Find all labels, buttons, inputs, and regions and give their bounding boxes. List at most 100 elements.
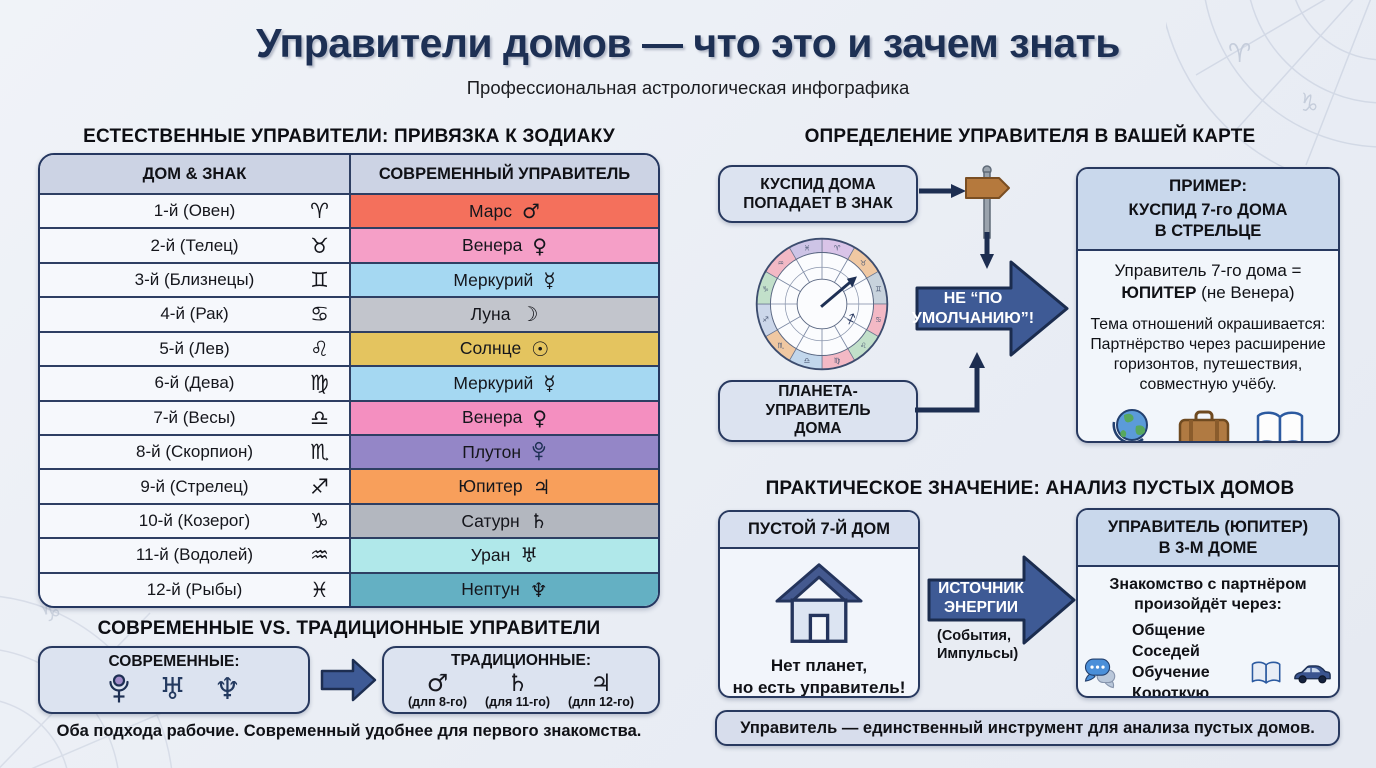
table-row: 3-й (Близнецы) ♊ Меркурий ☿	[40, 261, 658, 297]
table-row: 12-й (Рыбы) ♓ Нептун ♆	[40, 571, 658, 606]
ruler-in-3rd-house-body: Знакомство с партнёром произойдёт через:…	[1078, 567, 1338, 696]
ruler-cell: Нептун ♆	[349, 573, 658, 606]
open-book-icon	[1256, 411, 1304, 441]
signpost-to-arrow-down-arrow-icon	[980, 232, 994, 269]
modern-symbols: ♅♆	[107, 673, 241, 707]
suitcase-icon	[1178, 410, 1230, 441]
ruler-cell: Сатурн ♄	[349, 504, 658, 538]
house-sign-cell-taurus: 2-й (Телец) ♉	[40, 229, 349, 262]
example-case: КУСПИД 7-го ДОМА В СТРЕЛЬЦЕ	[1128, 201, 1288, 240]
traditional-rulers-label: ТРАДИЦИОННЫЕ:	[451, 651, 591, 669]
planet-symbol-icon: ♂	[522, 199, 540, 224]
planet-symbol-icon: ♆	[529, 577, 548, 602]
pluto-symbol	[107, 673, 131, 707]
not-default-arrow-shape	[915, 260, 1069, 357]
zodiac-sign-icon: ♈	[310, 199, 329, 224]
table-row: 1-й (Овен) ♈ Марс ♂	[40, 195, 658, 228]
ruler-cell: Солнце ☉	[349, 332, 658, 366]
example-label: ПРИМЕР:	[1168, 176, 1248, 195]
practical-heading: ПРАКТИЧЕСКОЕ ЗНАЧЕНИЕ: АНАЛИЗ ПУСТЫХ ДОМ…	[765, 478, 1295, 499]
ruler-in-3rd-house-header: УПРАВИТЕЛЬ (ЮПИТЕР) В 3-М ДОМЕ	[1078, 510, 1338, 568]
modern-rulers-label: СОВРЕМЕННЫЕ:	[108, 653, 240, 671]
ruler-cell: Плутон	[349, 435, 658, 469]
energy-arrow-shape	[927, 555, 1076, 645]
svg-text:♎: ♎	[804, 356, 811, 365]
globe-icon	[1112, 408, 1148, 441]
house-label: 8-й (Скорпион)	[135, 442, 254, 462]
svg-text:♍: ♍	[834, 356, 841, 365]
ruler-cell: Луна ☽	[349, 298, 658, 331]
table-row: 5-й (Лев) ♌ Солнце ☉	[40, 330, 658, 366]
house-label: 11-й (Водолей)	[135, 545, 254, 565]
house-sign-cell-cancer: 4-й (Рак) ♋	[40, 298, 349, 331]
page-subtitle: Профессиональная астрологическая инфогра…	[466, 77, 910, 98]
planet-name: Уран	[470, 544, 511, 565]
table-row: 4-й (Рак) ♋ Луна ☽	[40, 296, 658, 331]
house-label: 3-й (Близнецы)	[134, 270, 255, 290]
planet-symbol-icon: ♄	[529, 509, 548, 533]
natural-rulers-heading: ЕСТЕСТВЕННЫЕ УПРАВИТЕЛИ: ПРИВЯЗКА К ЗОДИ…	[83, 126, 615, 147]
svg-text:♊: ♊	[875, 285, 882, 294]
house-sign-cell-pisces: 12-й (Рыбы) ♓	[40, 573, 349, 606]
house-label: 4-й (Рак)	[160, 304, 229, 324]
open-book-icon	[1251, 661, 1281, 684]
zodiac-sign-icon: ♑	[310, 509, 329, 533]
table-row: 9-й (Стрелец) ♐ Юпитер ♃	[40, 468, 658, 503]
traditional-rulers-box: ТРАДИЦИОННЫЕ: ♂(длп 8-го)♄(для 11-го)♃(д…	[382, 646, 660, 714]
zodiac-sign-icon: ♓	[310, 577, 329, 602]
modern-to-traditional-arrow-icon	[320, 658, 377, 702]
house-sign-cell-sagittarius: 9-й (Стрелец) ♐	[40, 470, 349, 503]
svg-text:♋: ♋	[875, 315, 882, 324]
modern-rulers-box: СОВРЕМЕННЫЕ: ♅♆	[38, 646, 310, 714]
traditional-item-saturn-symbol: ♄(для 11-го)	[485, 671, 550, 709]
ruler-cell: Венера ♀	[349, 229, 658, 262]
zodiac-sign-icon: ♐	[310, 474, 329, 499]
zodiac-sign-icon: ♎	[310, 405, 329, 430]
column-header-modern-ruler: СОВРЕМЕННЫЙ УПРАВИТЕЛЬ	[349, 155, 658, 193]
house-sign-cell-gemini: 3-й (Близнецы) ♊	[40, 263, 349, 297]
jupiter-symbol: ♃	[590, 668, 612, 697]
house-sign-cell-leo: 5-й (Лев) ♌	[40, 332, 349, 366]
planet-name: Сатурн	[461, 510, 520, 531]
planet-symbol-icon: ☿	[543, 371, 556, 396]
zodiac-wheel: ♈♉♊♋♌♍♎♏♐♑♒♓♐	[755, 237, 889, 371]
practical-flow: ПУСТОЙ 7-Й ДОМ Нет планет, но есть управ…	[715, 505, 1345, 705]
house-label: 6-й (Дева)	[154, 373, 235, 393]
planet-symbol-icon: ☉	[531, 336, 550, 361]
planet-box-to-arrow-elbow-arrow-icon	[915, 352, 985, 413]
example-panel: ПРИМЕР: КУСПИД 7-го ДОМА В СТРЕЛЬЦЕ Упра…	[1076, 167, 1340, 443]
not-default-arrow-label: НЕ “ПО УМОЛЧАНИЮ”!	[911, 289, 1035, 327]
natural-rulers-table: ДОМ & ЗНАК СОВРЕМЕННЫЙ УПРАВИТЕЛЬ 1-й (О…	[38, 153, 660, 608]
column-header-house-sign: ДОМ & ЗНАК	[142, 164, 247, 183]
planet-name: Солнце	[459, 338, 522, 359]
zodiac-sign-icon: ♋	[310, 302, 329, 327]
traditional-item-jupiter-symbol: ♃(длп 12-го)	[568, 671, 634, 709]
energy-arrow-label: ИСТОЧНИК ЭНЕРГИИ	[938, 580, 1024, 616]
empty-house-note: Нет планет, но есть управитель!	[732, 656, 906, 698]
meeting-list-row: Общение Соседей Обучение Короткую поездк…	[1084, 621, 1332, 696]
uranus-symbol: ♅	[159, 672, 186, 707]
traditional-caption: (для 11-го)	[485, 694, 551, 709]
ruler-in-3rd-house-box: УПРАВИТЕЛЬ (ЮПИТЕР) В 3-М ДОМЕ Знакомств…	[1076, 508, 1340, 698]
empty-house-box: ПУСТОЙ 7-Й ДОМ Нет планет, но есть управ…	[718, 510, 920, 698]
planet-name: Венера	[462, 407, 523, 428]
zodiac-sign-icon: ♉	[310, 233, 329, 258]
table-row: 2-й (Телец) ♉ Венера ♀	[40, 227, 658, 262]
saturn-symbol: ♄	[506, 668, 529, 697]
example-icons	[1086, 406, 1330, 441]
planet-symbol-icon	[531, 440, 547, 464]
example-ruler-name: ЮПИТЕР	[1121, 282, 1197, 302]
mars-symbol: ♂	[426, 668, 449, 697]
house-label: 12-й (Рыбы)	[146, 579, 243, 599]
svg-text:♓: ♓	[804, 243, 811, 252]
cusp-to-signpost-arrow-icon	[919, 184, 966, 198]
house-label: 10-й (Козерог)	[138, 511, 251, 530]
table-row: 7-й (Весы) ♎ Венера ♀	[40, 399, 658, 434]
svg-text:♈: ♈	[834, 243, 841, 252]
zodiac-sign-icon: ♏	[310, 440, 329, 465]
ruler-cell: Меркурий ☿	[349, 263, 658, 297]
house-sign-cell-libra: 7-й (Весы) ♎	[40, 401, 349, 434]
house-sign-cell-capricorn: 10-й (Козерог) ♑	[40, 504, 349, 538]
svg-text:♌: ♌	[860, 341, 867, 350]
table-row: 8-й (Скорпион) ♏ Плутон	[40, 433, 658, 469]
